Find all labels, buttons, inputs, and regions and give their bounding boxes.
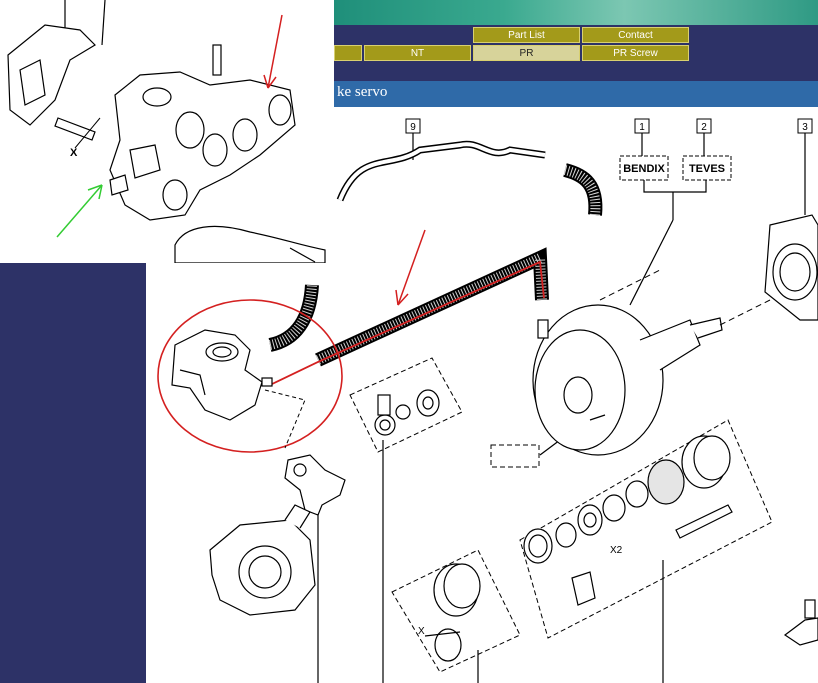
nav-button-partial[interactable] [334,45,362,61]
highlight-hose-path [269,260,545,386]
variant-bendix: BENDIX [623,163,665,175]
inlet-manifold-inset: X [0,0,334,263]
header-banner [334,0,818,25]
bolt [54,117,96,141]
banjo-fitting [783,599,818,646]
side-panel [0,263,146,683]
callout-3: 3 [802,122,808,133]
callout-labels: 9 1 2 3 [405,118,813,134]
nav-part-list-button[interactable]: Part List [473,27,580,43]
variant-labels: BENDIX TEVES [619,155,732,181]
nav-nt-button[interactable]: NT [364,45,471,61]
page-title-bar: ke servo [334,81,818,107]
inset-red-arrow-icon [267,14,283,89]
seal-kit [523,435,733,606]
inset-x-label: X [70,147,78,159]
nav-pr-button[interactable]: PR [473,45,580,61]
gasket-flange [764,214,818,321]
callout-1: 1 [639,122,645,133]
non-return-valve [284,454,346,516]
placeholder-box [490,444,540,468]
nav-contact-button[interactable]: Contact [582,27,689,43]
callout-2: 2 [701,122,707,133]
leader-line [643,180,707,193]
nav-pr-screw-button[interactable]: PR Screw [582,45,689,61]
inset-green-arrow-icon [56,184,103,238]
brake-servo-exploded-diagram: 9 1 2 3 BENDIX TEVES X2 X [157,118,818,683]
callout-9: 9 [410,122,416,133]
diaphragm-kit [424,563,481,662]
x-label: X [418,626,425,637]
highlight-circle [157,299,343,453]
manifold-detail [171,329,273,421]
quantity-label: X2 [610,545,623,556]
nav-bar: Part List Contact NT PR PR Screw [334,25,818,81]
valve-grommet-kit [374,389,440,436]
vacuum-pump [209,504,316,616]
leader-line [539,439,561,456]
variant-teves: TEVES [689,163,725,175]
red-arrow-icon [397,229,426,306]
brake-servo-body [532,304,723,456]
leader-line [629,219,674,306]
page-title: ke servo [337,84,388,100]
